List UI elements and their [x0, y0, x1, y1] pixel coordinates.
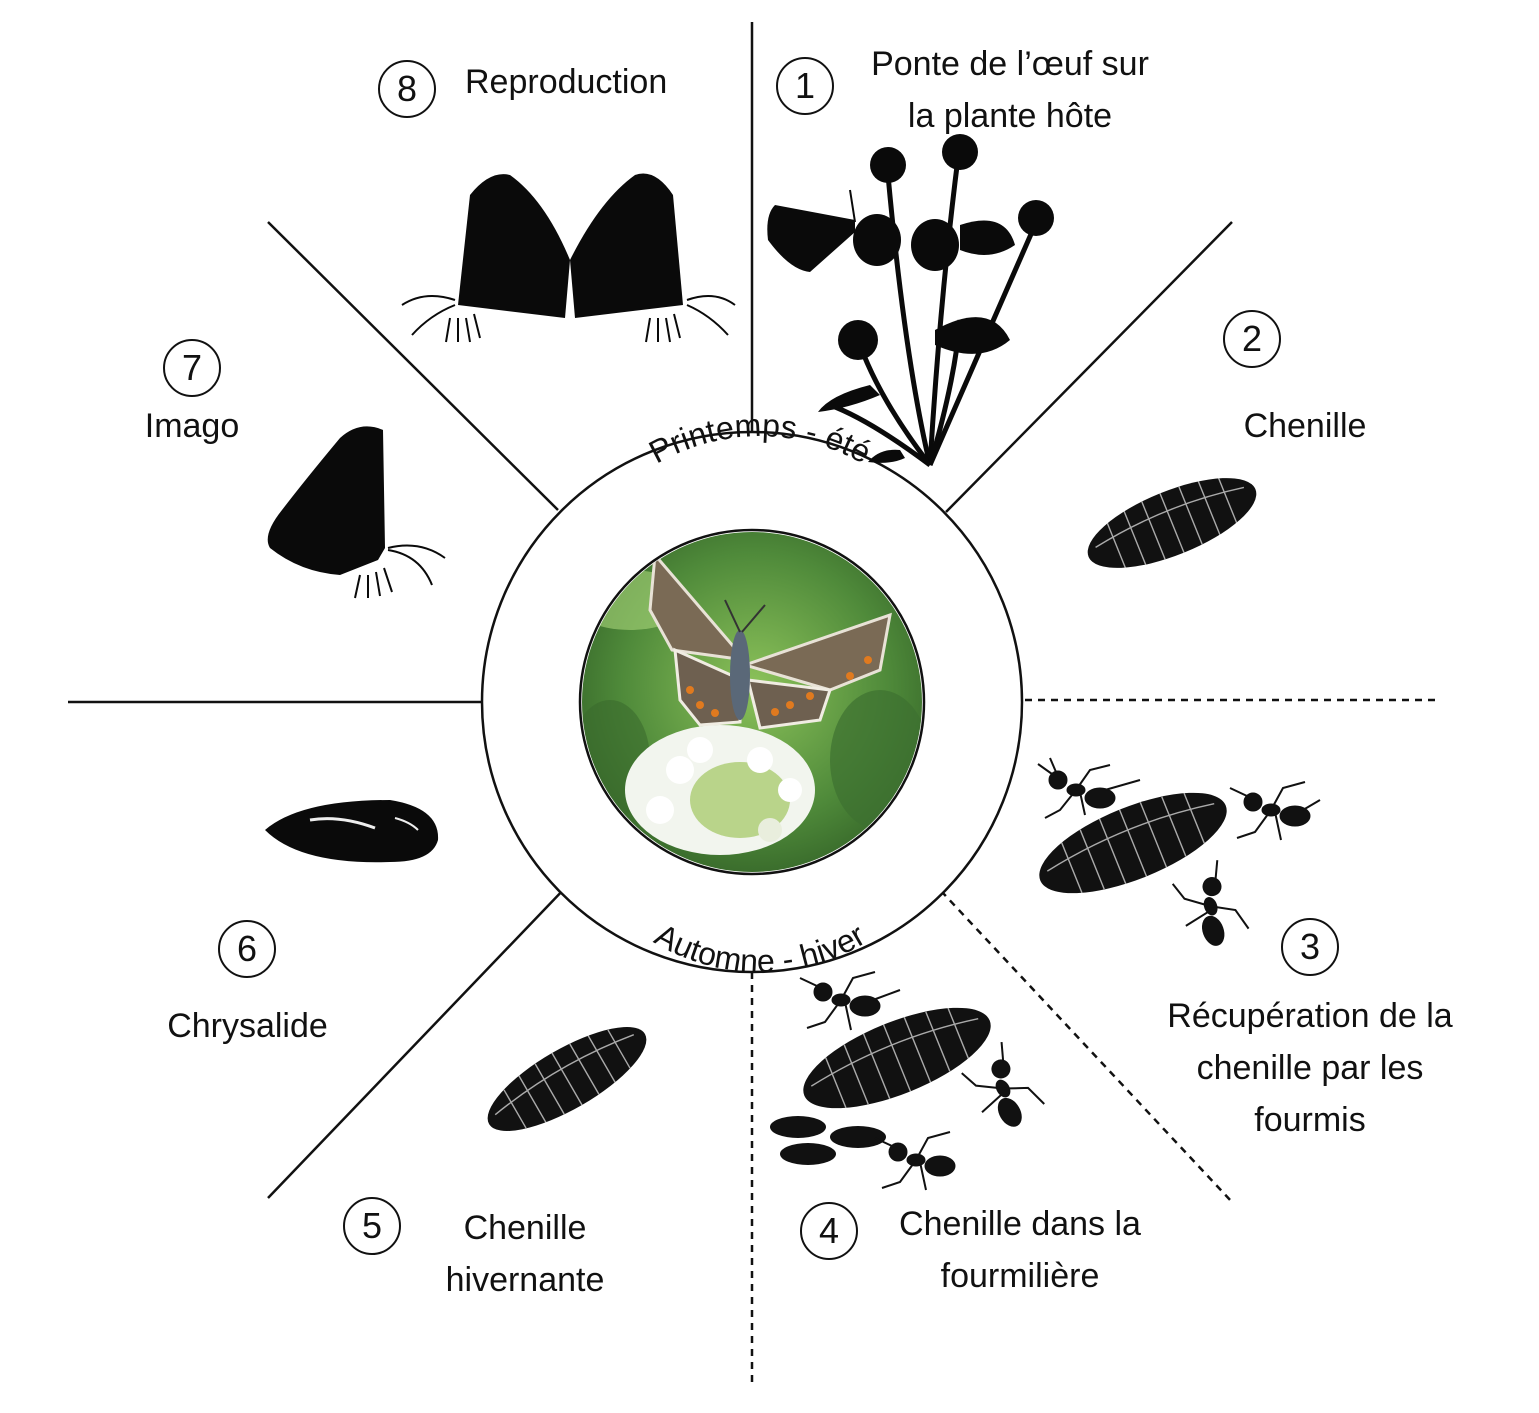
hibernating-caterpillar-silhouette	[487, 1027, 647, 1131]
ant-silhouette	[1037, 757, 1141, 819]
stage-2-number: 2	[1223, 310, 1281, 368]
stage-3-label-line-3: fourmis	[1254, 1101, 1366, 1139]
stage-8-number: 8	[378, 60, 436, 118]
stage-4-label-line-2: fourmilière	[940, 1257, 1100, 1295]
stage-8-label: Reproduction	[465, 56, 667, 108]
stage-4-label-line-1: Chenille dans la	[899, 1205, 1141, 1243]
stage-8-label-line-1: Reproduction	[465, 63, 668, 101]
divider-top-left	[267, 221, 559, 511]
caterpillar-in-anthill-with-ants	[770, 971, 1045, 1191]
ant-silhouette	[874, 1131, 956, 1191]
stage-2-label: Chenille	[1195, 400, 1415, 452]
stage-5-label-line-2: hivernante	[445, 1261, 605, 1299]
stage-3-label: Récupération de la chenille par les four…	[1130, 990, 1490, 1146]
stage-1-label: Ponte de l’œuf sur la plante hôte	[840, 38, 1180, 142]
divider-top-right	[945, 221, 1233, 513]
stage-5-number: 5	[343, 1197, 401, 1255]
ant-silhouette	[961, 1041, 1045, 1127]
butterfly-photo	[648, 551, 892, 730]
stage-7-number: 7	[163, 339, 221, 397]
stage-7-label-line-1: Imago	[144, 407, 240, 445]
host-plant-with-butterfly-silhouette	[767, 134, 1054, 468]
clover-flower	[625, 725, 815, 855]
stage-6-label: Chrysalide	[140, 1000, 355, 1052]
stage-6-number: 6	[218, 920, 276, 978]
stage-5-label-line-1: Chenille	[463, 1209, 587, 1247]
butterfly-silhouette	[267, 426, 446, 599]
stage-4-number: 4	[800, 1202, 858, 1260]
stage-4-label: Chenille dans la fourmilière	[870, 1198, 1170, 1302]
stage-1-label-line-1: Ponte de l’œuf sur	[871, 45, 1149, 83]
ant-silhouette	[1171, 860, 1250, 946]
stage-1-number: 1	[776, 57, 834, 115]
caterpillar-silhouette	[1087, 478, 1257, 568]
stage-6-label-line-1: Chrysalide	[167, 1007, 328, 1045]
caterpillar-with-ants	[1037, 757, 1321, 946]
butterfly-on-clover-photo	[582, 532, 922, 872]
mating-butterflies-silhouette	[401, 173, 736, 343]
stage-2-label-line-1: Chenille	[1243, 407, 1367, 445]
ant-silhouette	[1229, 781, 1321, 841]
stage-7-label: Imago	[122, 400, 262, 452]
stage-3-label-line-1: Récupération de la	[1167, 997, 1453, 1035]
stage-3-number: 3	[1281, 918, 1339, 976]
stage-1-label-line-2: la plante hôte	[907, 97, 1113, 135]
ant-silhouette	[799, 971, 901, 1031]
stage-5-label: Chenille hivernante	[410, 1202, 640, 1306]
divider-bottom-right-dashed	[869, 814, 1233, 1203]
chrysalis-silhouette	[265, 800, 439, 863]
stage-3-label-line-2: chenille par les	[1196, 1049, 1424, 1087]
